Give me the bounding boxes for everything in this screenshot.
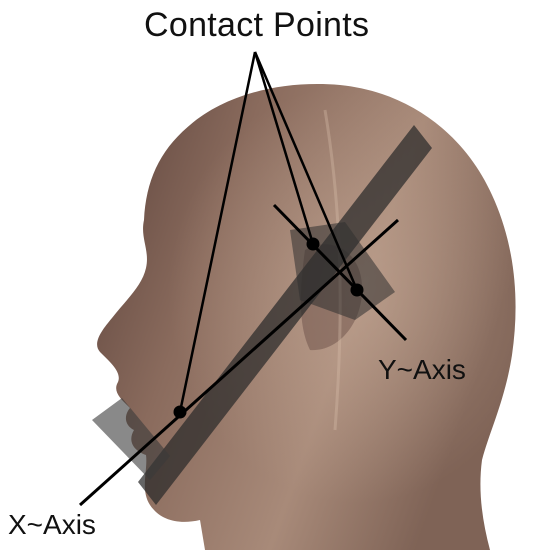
contact-point-upper [307,238,320,251]
contact-point-ear [351,284,364,297]
y-axis-label: Y~Axis [378,356,466,384]
x-axis-label: X~Axis [8,511,96,539]
contact-point-chin [174,406,187,419]
contact-points-label: Contact Points [144,8,369,42]
